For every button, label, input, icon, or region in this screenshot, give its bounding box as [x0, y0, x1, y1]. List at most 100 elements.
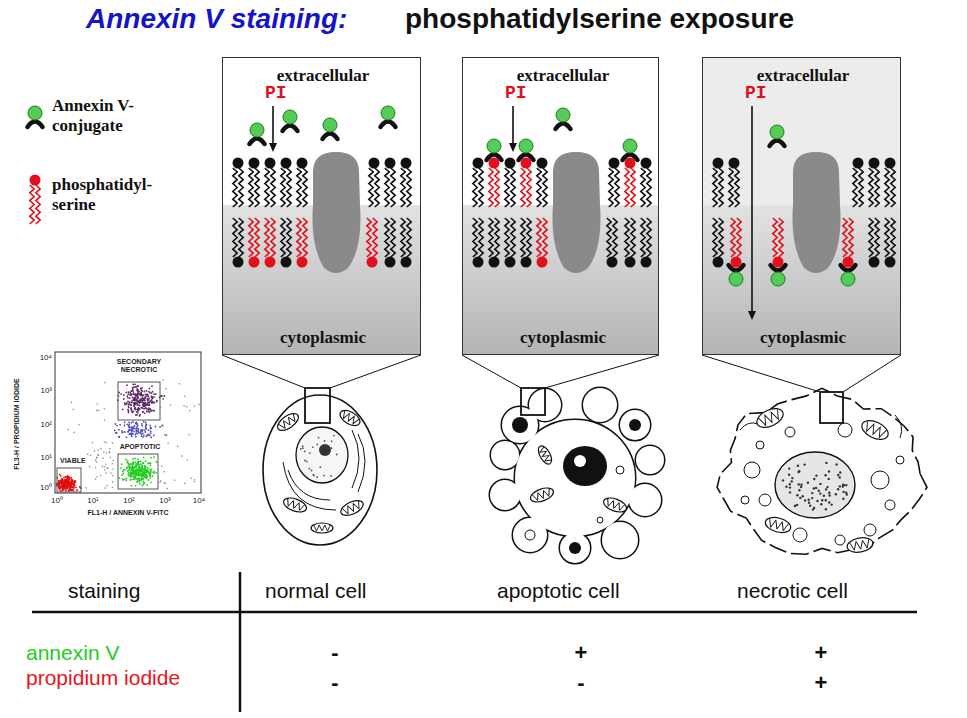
data-point	[136, 466, 138, 468]
data-point	[94, 450, 96, 452]
data-point	[137, 475, 139, 477]
data-point	[155, 472, 157, 474]
lipid-head	[625, 158, 636, 169]
lipid-tail	[641, 218, 645, 257]
chromatin-clump	[839, 476, 841, 478]
data-point	[121, 474, 123, 476]
annexin-conjugate	[250, 123, 264, 137]
data-point	[104, 419, 106, 421]
chromatin-clump	[808, 502, 810, 504]
tick-label: 10⁰	[40, 483, 52, 492]
data-point	[112, 468, 114, 470]
bleb-fill	[560, 533, 590, 563]
mito-cristae	[532, 489, 551, 502]
mitochondrion	[275, 410, 302, 434]
data-point	[159, 426, 161, 428]
data-point	[184, 483, 186, 485]
data-point	[141, 390, 143, 392]
data-point	[145, 396, 147, 398]
lipid-tail	[641, 168, 645, 207]
data-point	[132, 390, 134, 392]
lipid-tail	[367, 218, 371, 257]
data-point	[63, 477, 65, 479]
data-point	[156, 400, 158, 402]
lipid-head	[473, 158, 484, 169]
data-point	[75, 486, 77, 488]
lipid-head	[297, 158, 308, 169]
data-point	[148, 397, 150, 399]
lipid-head	[843, 257, 854, 268]
data-point	[141, 466, 143, 468]
lipid-tail	[369, 168, 373, 207]
lipid-tail	[281, 168, 285, 207]
data-point	[162, 398, 164, 400]
mito-outline	[846, 536, 874, 554]
data-point	[129, 401, 131, 403]
data-point	[85, 487, 87, 489]
mito-cristae	[539, 447, 552, 463]
chromatin-clump	[789, 491, 791, 493]
data-point	[134, 477, 136, 479]
data-point	[105, 487, 107, 489]
data-point	[62, 480, 64, 482]
data-point	[121, 463, 123, 465]
mito-cristae	[341, 411, 359, 426]
lipid-tail	[735, 168, 739, 207]
data-point	[133, 431, 135, 433]
annexin-conjugate	[841, 272, 855, 286]
zoom-square	[305, 388, 330, 423]
lipid-tail	[505, 168, 509, 207]
data-point	[137, 398, 139, 400]
data-point	[134, 386, 136, 388]
lipid-tail	[36, 185, 40, 224]
mitochondrion	[846, 536, 874, 554]
annexin-conjugate	[771, 272, 785, 286]
mito-outline	[754, 405, 786, 431]
lipid-tail	[891, 218, 895, 257]
data-point	[150, 431, 152, 433]
data-point	[140, 470, 142, 472]
lipid-tail	[631, 218, 635, 257]
data-point	[58, 483, 60, 485]
data-point	[140, 461, 142, 463]
data-point	[128, 425, 130, 427]
data-point	[58, 486, 60, 488]
data-point	[123, 431, 125, 433]
data-point	[153, 410, 155, 412]
mitochondrion	[536, 444, 555, 466]
table-cell: -	[331, 640, 338, 665]
bleb-fill	[602, 522, 638, 558]
vacuole	[896, 456, 904, 464]
data-point	[141, 399, 143, 401]
chromatin-clump	[842, 498, 844, 500]
data-point	[122, 479, 124, 481]
data-point	[118, 436, 120, 438]
data-point	[137, 402, 139, 404]
data-point	[136, 400, 138, 402]
data-point	[140, 463, 142, 465]
data-point	[145, 473, 147, 475]
data-point	[190, 478, 192, 480]
mitochondrion	[602, 495, 629, 514]
lipid-head	[233, 257, 244, 268]
lipid-tail	[249, 168, 253, 207]
data-point	[96, 461, 98, 463]
lipid-tail	[255, 168, 259, 207]
lipid-tail	[773, 218, 777, 257]
data-point	[150, 457, 152, 459]
lipid-head	[401, 158, 412, 169]
data-point	[74, 480, 76, 482]
data-point	[109, 448, 111, 450]
vacuole	[793, 528, 807, 542]
data-point	[135, 485, 137, 487]
lipid-head	[385, 158, 396, 169]
data-point	[125, 392, 127, 394]
data-point	[70, 479, 72, 481]
pi-arrowhead	[509, 143, 517, 152]
data-point	[143, 408, 145, 410]
data-point	[142, 481, 144, 483]
zoom-line	[222, 355, 305, 388]
lipid-tail	[489, 218, 493, 257]
lipid-head	[265, 158, 276, 169]
chromatin-clump	[837, 488, 839, 490]
